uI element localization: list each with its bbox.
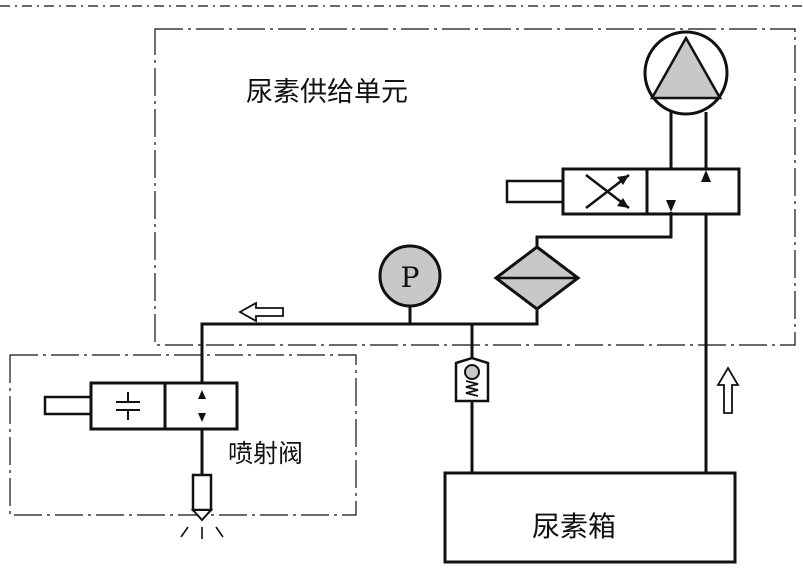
pump-icon	[643, 30, 729, 116]
injector-valve-boundary	[9, 354, 357, 516]
supply-unit-boundary	[154, 28, 796, 346]
urea-tank	[443, 471, 737, 564]
supply-unit-label: 尿素供给单元	[246, 77, 408, 108]
filter-icon	[493, 245, 581, 311]
pressure-gauge-icon: P	[378, 244, 442, 324]
flow-arrow-icon	[238, 301, 284, 323]
urea-tank-label: 尿素箱	[532, 510, 617, 543]
filter-to-main-line	[472, 309, 539, 326]
solenoid-valve-icon	[43, 381, 239, 431]
check-valve-icon	[454, 324, 490, 473]
flow-arrow-up-icon	[716, 366, 740, 414]
pressure-gauge-label: P	[401, 261, 420, 294]
nozzle-icon	[180, 473, 224, 539]
reversing-valve-icon	[505, 167, 741, 216]
injector-valve-label: 喷射阀	[228, 439, 304, 468]
valve-to-filter-line	[535, 212, 673, 247]
